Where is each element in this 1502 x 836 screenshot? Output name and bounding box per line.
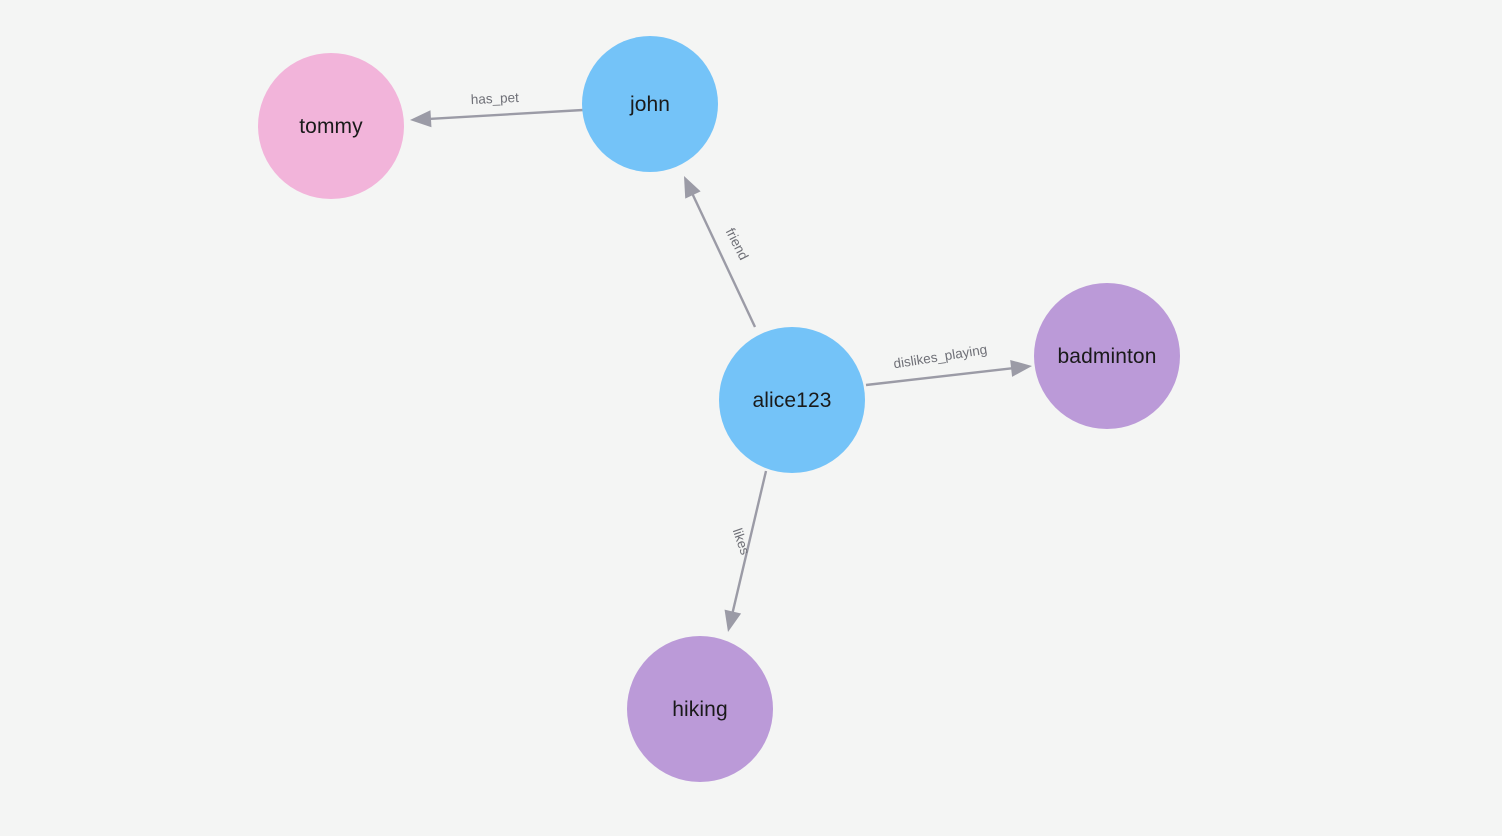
graph-edge[interactable]: has_pet [410,90,584,128]
graph-node-badminton[interactable]: badminton [1034,283,1180,429]
graph-node-label: hiking [672,697,728,721]
graph-node-alice123[interactable]: alice123 [719,327,865,473]
graph-node-hiking[interactable]: hiking [627,636,773,782]
graph-node-label: tommy [299,114,363,138]
graph-edge[interactable]: friend [684,176,757,328]
graph-node-label: alice123 [752,388,832,412]
edge-label: dislikes_playing [892,342,988,372]
edge-line [865,366,1016,387]
graph-node-label: john [629,92,671,116]
edge-label: friend [723,226,752,263]
edge-arrowhead-icon [1010,359,1032,377]
edge-line [426,108,584,121]
edge-label: likes [730,526,753,557]
graph-node-tommy[interactable]: tommy [258,53,404,199]
graph-edge[interactable]: likes [724,470,768,632]
edge-label: has_pet [470,90,519,107]
edge-arrowhead-icon [410,110,432,128]
edge-arrowhead-icon [684,176,701,199]
graph-edge[interactable]: dislikes_playing [865,342,1032,387]
graph-node-label: badminton [1057,344,1157,368]
edge-arrowhead-icon [724,609,742,632]
edge-line [690,190,757,328]
edge-line [730,470,768,616]
graph-node-john[interactable]: john [582,36,718,172]
